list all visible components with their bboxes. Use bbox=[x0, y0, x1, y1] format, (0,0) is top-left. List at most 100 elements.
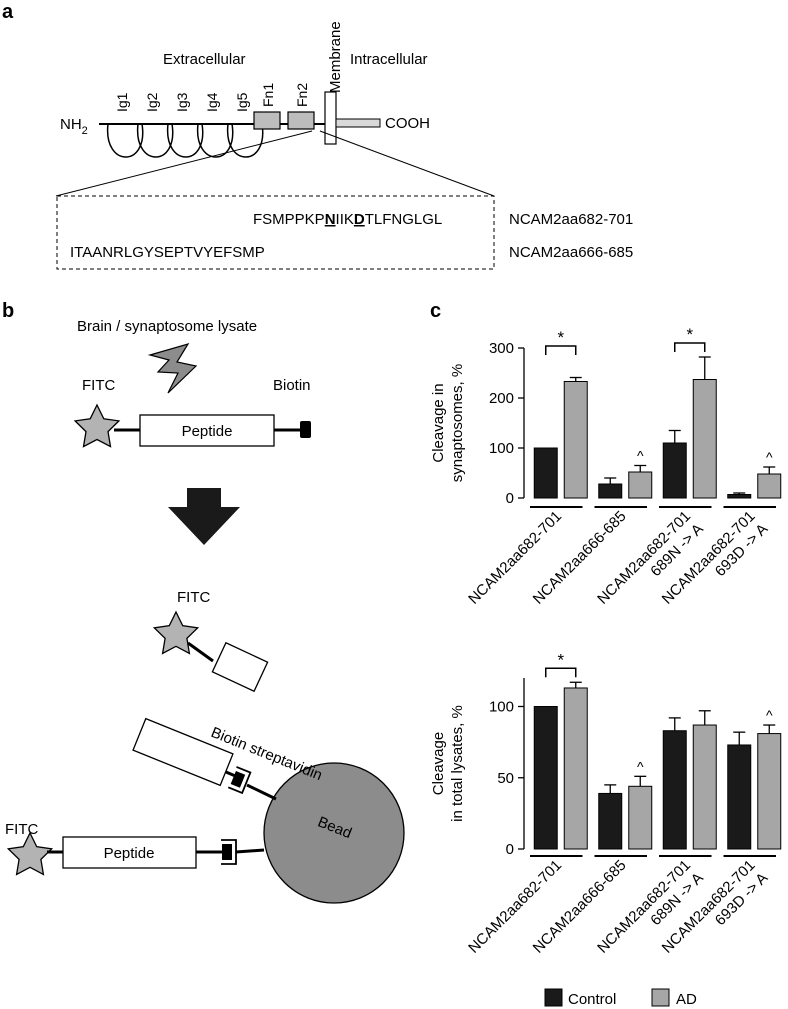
peptide-label-2: Peptide bbox=[104, 845, 155, 862]
linker-2 bbox=[187, 641, 214, 663]
legend-ad-label: AD bbox=[676, 991, 697, 1008]
ad-bar bbox=[628, 785, 653, 850]
c-terminus-label: COOH bbox=[385, 115, 430, 132]
biotin-tag-icon bbox=[300, 421, 311, 438]
upper-peptide bbox=[132, 717, 234, 787]
lightning-bolt-icon bbox=[147, 342, 198, 394]
y-tick-label: 0 bbox=[506, 841, 514, 858]
y-axis-label-line2: in total lysates, % bbox=[449, 705, 466, 822]
extracellular-label: Extracellular bbox=[163, 51, 246, 68]
cleaved-fragment-box bbox=[211, 641, 269, 693]
y-tick-label: 50 bbox=[497, 770, 514, 787]
n-terminus-label: NH2 bbox=[60, 116, 88, 137]
legend-ad-swatch bbox=[651, 988, 670, 1007]
ig2-label: Ig2 bbox=[144, 92, 160, 112]
upper-linker-b bbox=[246, 783, 277, 801]
ad-bar bbox=[757, 473, 782, 499]
ad-bar bbox=[692, 379, 717, 499]
intracellular-label: Intracellular bbox=[350, 51, 428, 68]
ad-mark: ^ bbox=[766, 449, 773, 465]
upper-biotin-tag bbox=[230, 771, 246, 788]
ig3-label: Ig3 bbox=[174, 92, 190, 112]
y-axis-label-line1: Cleavage bbox=[430, 732, 447, 795]
membrane-box bbox=[324, 91, 337, 145]
lysate-label: Brain / synaptosome lysate bbox=[77, 318, 257, 335]
ig4-loop bbox=[197, 123, 234, 158]
y-axis-label-line2: synaptosomes, % bbox=[449, 364, 466, 482]
fitc-star-icon-2 bbox=[152, 610, 200, 655]
fitc-label-3: FITC bbox=[5, 821, 38, 838]
fitc-label-1: FITC bbox=[82, 377, 115, 394]
ad-mark: ^ bbox=[766, 707, 773, 723]
legend: Control AD bbox=[544, 988, 697, 1008]
ig-domain-loops bbox=[107, 123, 264, 158]
control-bar bbox=[598, 483, 623, 499]
sequence-666-685: ITAANRLGYSEPTVYEFSMP bbox=[70, 244, 265, 261]
fitc-label-2: FITC bbox=[177, 589, 210, 606]
membrane-label: Membrane bbox=[327, 21, 344, 93]
ad-mark: ^ bbox=[637, 448, 644, 464]
panel-c-letter: c bbox=[430, 300, 441, 322]
lower-biotin-tag bbox=[222, 844, 232, 860]
peptide-label-1: Peptide bbox=[182, 423, 233, 440]
significance-star: * bbox=[686, 325, 693, 344]
ad-bar bbox=[563, 687, 588, 850]
control-bar bbox=[662, 730, 687, 850]
control-bar bbox=[533, 447, 558, 499]
upper-streptavidin bbox=[227, 766, 252, 795]
y-tick-label: 0 bbox=[506, 490, 514, 507]
ig5-label: Ig5 bbox=[234, 92, 250, 112]
y-tick-label: 200 bbox=[489, 390, 514, 407]
sequence-box bbox=[56, 195, 495, 270]
ig3-loop bbox=[167, 123, 204, 158]
sequence-666-685-name: NCAM2aa666-685 bbox=[509, 244, 633, 261]
significance-star: * bbox=[557, 650, 564, 669]
intracellular-tail bbox=[335, 118, 381, 128]
ig1-loop bbox=[107, 123, 144, 158]
ad-bar bbox=[692, 724, 717, 850]
upper-streptavidin-bracket bbox=[227, 766, 252, 795]
panel-b: b Brain / synaptosome lysate FITC Biotin… bbox=[2, 300, 405, 904]
fn2-label: Fn2 bbox=[294, 83, 310, 107]
control-bar bbox=[662, 442, 687, 499]
ad-bar bbox=[628, 471, 653, 499]
significance-bracket bbox=[545, 345, 577, 355]
ad-mark: ^ bbox=[637, 758, 644, 774]
fn2-box bbox=[287, 111, 315, 130]
fitc-star-icon-1 bbox=[73, 403, 121, 448]
significance-star: * bbox=[557, 328, 564, 347]
peptide-box-1 bbox=[139, 414, 275, 447]
y-tick-label: 100 bbox=[489, 440, 514, 457]
bead bbox=[263, 762, 405, 904]
ad-bar bbox=[563, 381, 588, 499]
control-bar bbox=[727, 494, 752, 499]
control-bar bbox=[727, 744, 752, 850]
panel-a: a Extracellular Intracellular Membrane N… bbox=[2, 1, 633, 270]
ad-bar bbox=[757, 733, 782, 850]
legend-control-swatch bbox=[544, 988, 563, 1007]
fn1-box bbox=[253, 111, 281, 130]
cleaved-fragment bbox=[211, 641, 269, 693]
legend-control-label: Control bbox=[568, 991, 616, 1008]
y-axis-label-line1: Cleavage in bbox=[430, 383, 447, 462]
fitc-star-icon-3 bbox=[6, 831, 54, 876]
ig4-label: Ig4 bbox=[204, 92, 220, 112]
biotin-label: Biotin bbox=[273, 377, 311, 394]
peptide-box-2 bbox=[62, 836, 197, 869]
control-bar bbox=[533, 706, 558, 850]
significance-bracket bbox=[545, 667, 577, 678]
down-arrow-icon bbox=[168, 488, 240, 545]
upper-peptide-box bbox=[132, 717, 234, 787]
sequence-682-701: FSMPPKPNIIKDTLFNGLGL bbox=[253, 211, 442, 228]
zoom-line-left bbox=[55, 130, 313, 197]
control-bar bbox=[598, 792, 623, 850]
panel-a-letter: a bbox=[2, 1, 14, 23]
significance-bracket bbox=[674, 342, 706, 352]
y-tick-label: 300 bbox=[489, 340, 514, 357]
y-tick-label: 100 bbox=[489, 699, 514, 716]
